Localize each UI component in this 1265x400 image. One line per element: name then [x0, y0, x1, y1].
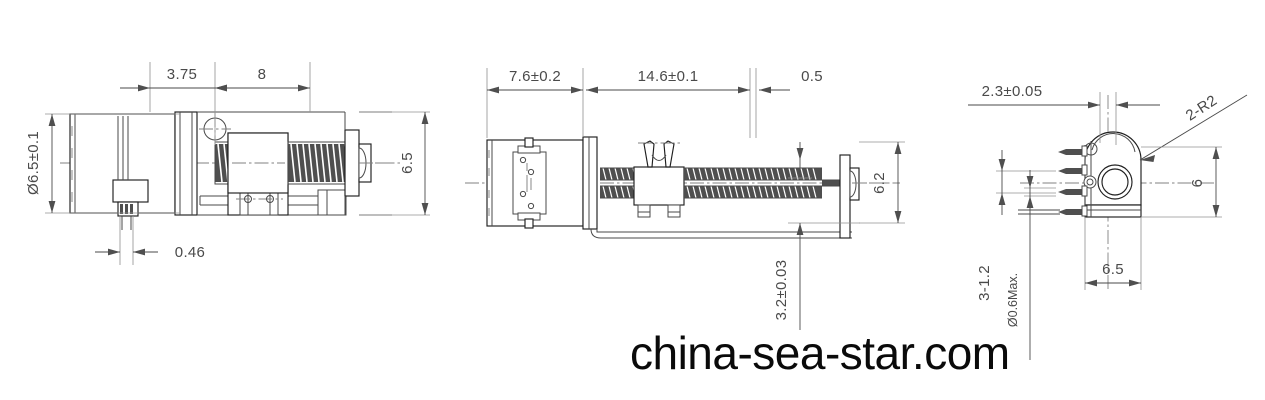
- pin-4: [1058, 205, 1088, 217]
- dim-label-0p5: 0.5: [801, 68, 823, 85]
- dim-label-3x1p2: 3-1.2: [976, 265, 993, 301]
- spring-clip-nut: [633, 140, 685, 218]
- dim-3p2: 3.2±0.03: [773, 142, 860, 330]
- front-view: Ø6.5±0.1 3.75 8: [25, 62, 430, 265]
- lead-screw-top-right: [684, 167, 848, 199]
- bracket-plate-top: [582, 136, 852, 239]
- dim-label-6p5b: 6.5: [1102, 261, 1124, 278]
- dim-label-8: 8: [258, 66, 267, 83]
- dim-label-3p2: 3.2±0.03: [773, 260, 790, 321]
- watermark-text: china-sea-star.com: [630, 327, 1010, 379]
- dim-label-3p75: 3.75: [167, 66, 197, 83]
- dim-dia-0p6: Ø0.6Max.: [1006, 170, 1056, 360]
- lead-wire-connector: [112, 116, 149, 230]
- pin-1: [1058, 145, 1088, 157]
- motor-can-top: [486, 137, 584, 229]
- dim-6: 6: [1141, 146, 1222, 218]
- dim-2r2: 2-R2: [1139, 92, 1248, 162]
- dim-label-6: 6: [1189, 179, 1206, 188]
- dim-label-7p6: 7.6±0.2: [509, 68, 561, 85]
- dim-label-2p3: 2.3±0.05: [982, 83, 1043, 100]
- dim-3x1p2: 3-1.2: [976, 150, 1056, 301]
- end-bearing-washer: [344, 129, 392, 197]
- pin-3: [1058, 185, 1088, 197]
- pin-2: [1058, 164, 1088, 176]
- dim-label-6p2: 6.2: [871, 172, 888, 194]
- dim-6p5b: 6.5: [1084, 217, 1142, 290]
- dim-label-14p6: 14.6±0.1: [638, 68, 699, 85]
- dim-6p5: 6.5: [359, 111, 430, 216]
- side-view: 2.3±0.05 2-R2 6: [968, 83, 1248, 360]
- dim-7p6: 7.6±0.2: [486, 68, 584, 138]
- dim-8: 8: [215, 62, 311, 112]
- end-plate-top: [839, 154, 888, 239]
- dim-label-dia6p5: Ø6.5±0.1: [25, 131, 42, 195]
- dim-label-2r2: 2-R2: [1183, 92, 1221, 125]
- dim-2p3: 2.3±0.05: [968, 83, 1160, 145]
- dim-label-dia0p6: Ø0.6Max.: [1006, 273, 1020, 327]
- dim-3p75: 3.75: [120, 62, 227, 145]
- side-view-dimensions: 2.3±0.05 2-R2 6: [968, 83, 1248, 360]
- top-view: 7.6±0.2 14.6±0.1 0.5: [465, 68, 905, 330]
- dim-0p46: 0.46: [95, 216, 205, 265]
- dim-6p2: 6.2: [859, 141, 905, 224]
- dim-label-0p46: 0.46: [175, 244, 205, 261]
- shaft-bearing-boss: [1083, 164, 1133, 200]
- front-view-dimensions: Ø6.5±0.1 3.75 8: [25, 62, 430, 265]
- terminal-pins: [1018, 145, 1088, 217]
- dim-0p5: 0.5: [759, 68, 823, 94]
- dim-14p6: 14.6±0.1: [586, 68, 757, 138]
- dim-label-6p5: 6.5: [399, 152, 416, 174]
- dim-dia-6p5: Ø6.5±0.1: [25, 113, 180, 214]
- top-view-dimensions: 7.6±0.2 14.6±0.1 0.5: [486, 68, 905, 330]
